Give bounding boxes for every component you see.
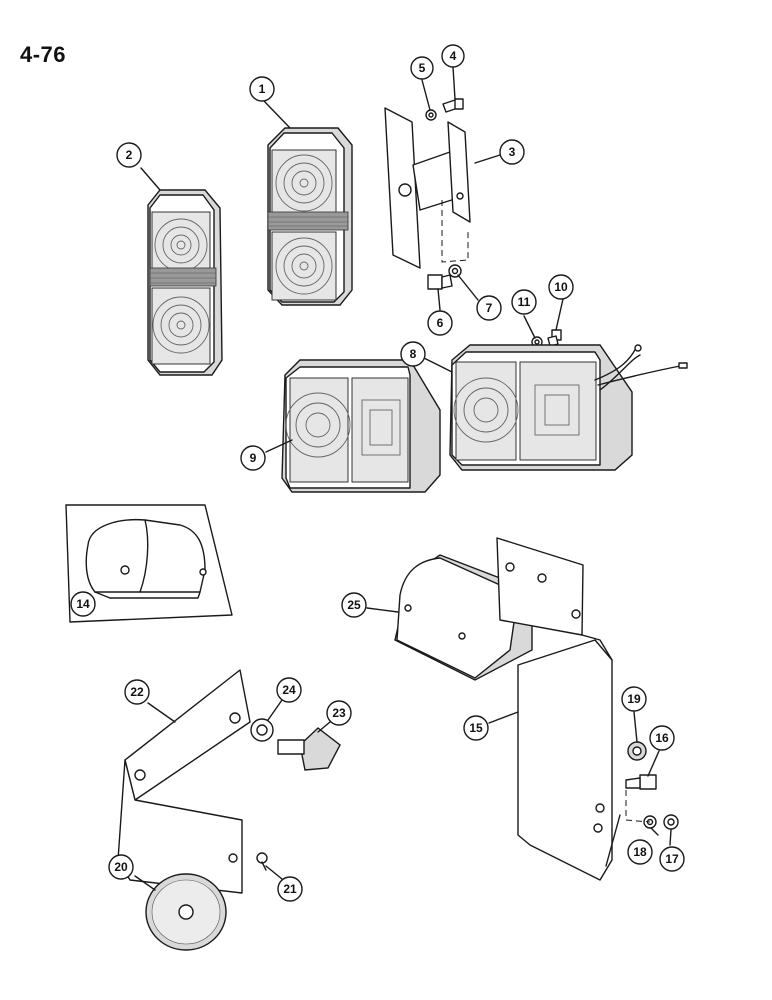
svg-text:2: 2 [126,148,133,162]
cover-part-25 [394,554,533,681]
callout-9: 9 [240,445,266,471]
callout-2: 2 [116,142,142,168]
page-number: 4-76 [20,42,67,67]
svg-text:10: 10 [554,280,568,294]
screw-part-10 [547,329,562,347]
callout-22: 22 [124,679,150,705]
combination-lamp-part-8 [449,344,688,471]
callout-6: 6 [427,310,453,336]
lamp-part-1 [267,127,353,306]
callout-19: 19 [621,686,647,712]
callout-16: 16 [649,725,675,751]
callout-23: 23 [326,700,352,726]
svg-text:15: 15 [469,721,483,735]
svg-text:22: 22 [130,685,144,699]
svg-text:4: 4 [450,49,457,63]
callout-14: 14 [70,591,96,617]
svg-text:24: 24 [282,683,296,697]
angle-bracket-part-22 [117,669,251,894]
bolt-part-16 [625,774,657,790]
screw-part-4 [442,98,464,113]
screw-part-21 [256,852,268,871]
bolt-part-6 [427,274,453,290]
svg-text:25: 25 [347,598,361,612]
svg-text:8: 8 [410,347,417,361]
callout-20: 20 [108,854,134,880]
svg-text:18: 18 [633,845,647,859]
leader-lines [134,66,672,891]
callout-24: 24 [276,677,302,703]
svg-text:1: 1 [259,82,266,96]
svg-text:21: 21 [283,882,297,896]
callout-10: 10 [548,274,574,300]
assembly-guide-line [625,790,651,823]
svg-text:14: 14 [76,597,90,611]
lens-part-9 [281,359,441,493]
svg-text:3: 3 [509,145,516,159]
callout-18: 18 [627,839,653,865]
washer-part-7 [448,264,462,278]
callout-8: 8 [400,341,426,367]
reflector-part-20 [145,873,227,951]
callout-25: 25 [341,592,367,618]
svg-text:23: 23 [332,706,346,720]
svg-text:19: 19 [627,692,641,706]
grommet-part-19 [627,741,647,761]
callout-11: 11 [511,289,537,315]
svg-text:5: 5 [419,61,426,75]
svg-text:11: 11 [518,295,531,309]
svg-text:16: 16 [655,731,669,745]
svg-text:6: 6 [437,316,444,330]
inset-lamp-part-14 [65,504,233,623]
callout-4: 4 [441,44,465,68]
svg-text:20: 20 [114,860,128,874]
svg-text:17: 17 [665,852,679,866]
callout-1: 1 [249,76,275,102]
svg-text:7: 7 [486,301,493,315]
bolt-part-23 [277,727,341,771]
washer-part-24 [250,718,274,742]
callout-7: 7 [476,295,502,321]
nut-part-17 [663,814,679,830]
mounting-bracket-part-3 [384,107,471,269]
bracket-part-15 [496,537,613,881]
callout-5: 5 [410,56,434,80]
svg-text:9: 9 [250,451,257,465]
nut-part-5 [425,109,437,121]
callout-3: 3 [499,139,525,165]
callout-17: 17 [659,846,685,872]
callout-15: 15 [463,715,489,741]
callout-21: 21 [277,876,303,902]
lamp-part-2 [147,189,223,376]
